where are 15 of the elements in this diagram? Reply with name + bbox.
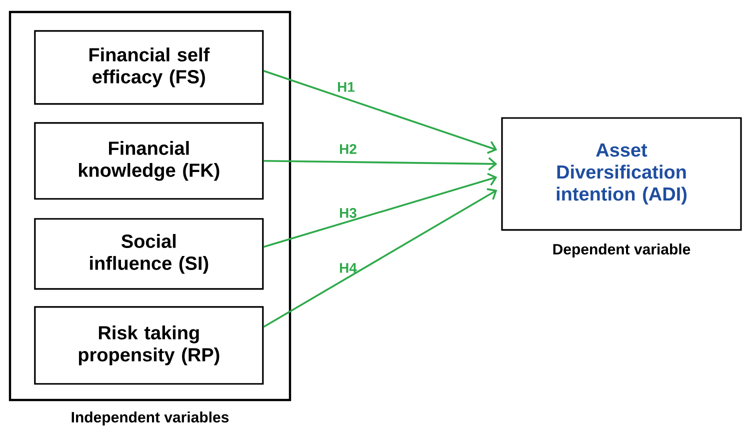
arrow	[263, 188, 498, 328]
node-label: Dependent variable	[553, 244, 690, 258]
variable-box: Financial knowledge (FK)	[34, 122, 264, 200]
edge-label: H1	[338, 82, 355, 92]
edge-label: H2	[340, 144, 356, 154]
node-label: Independent variables	[72, 412, 229, 426]
edge-label: H3	[340, 208, 356, 218]
variable-box: Risk taking propensity (RP)	[34, 306, 264, 385]
variable-box: Social influence (SI)	[34, 218, 264, 290]
arrow	[264, 157, 498, 171]
arrow	[263, 70, 498, 154]
edge-label: H4	[340, 263, 357, 273]
variable-box: Financial self efficacy (FS)	[34, 30, 264, 105]
variable-box: Asset Diversification intention (ADI)	[501, 117, 742, 231]
arrow	[263, 172, 498, 248]
